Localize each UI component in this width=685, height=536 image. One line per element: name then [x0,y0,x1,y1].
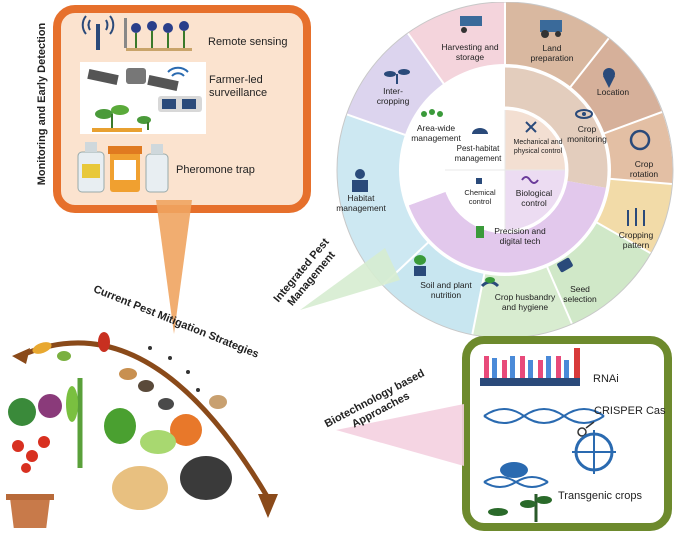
label-soil-nutrition: Soil and plant nutrition [420,280,472,300]
plant-rows-icon [384,69,410,84]
bottle-icon [77,142,105,193]
biotech-illustration [480,348,616,522]
rna-strand-icon [480,348,580,386]
arrow-head-icon [258,494,278,518]
label-pest-habitat: Pest-habitat management [454,144,502,163]
label-habitat-management: Habitat management [336,193,386,213]
insects-icon [32,332,227,410]
current-strategies-illustration [6,332,278,528]
wheelbarrow-icon [460,16,482,33]
satellite-icon [87,68,179,92]
tractor-icon [540,20,562,38]
label-harvesting: Harvesting and storage [441,42,499,62]
rnai-label: RNAi [593,373,619,385]
arrow-tail-icon [12,348,30,364]
label-seed-selection: Seed selection [563,284,597,304]
label-inter-cropping: Inter-cropping [376,86,410,106]
dna-helix-2-icon [483,476,549,488]
spray-icon [476,178,482,184]
label-location: Location [596,87,630,97]
phone-devices-icon [158,96,202,112]
label-land-preparation: Land preparation [530,43,574,63]
label-area-wide: Area-wide management [411,123,461,143]
transgenic-label: Transgenic crops [558,490,642,502]
monitoring-title: Monitoring and Early Detection [36,22,48,186]
location-pin-icon [603,68,615,88]
target-icon [572,430,616,474]
rotation-arrows-icon [629,129,651,151]
surveillance-text: Farmer-led surveillance [209,74,268,99]
seed-bag-icon [557,257,573,273]
remote-sensing-illustration [81,15,192,51]
inner-ring [441,106,569,234]
remote-sensing-label: Remote sensing [208,36,288,48]
seedlings-icon [92,105,151,132]
tools-icon [525,121,537,133]
transgenic-plant-icon [488,494,552,522]
label-cropping-pattern: Cropping pattern [618,230,654,250]
biotech-panel [462,336,672,531]
surveillance-illustration [87,66,202,132]
pheromone-label: Pheromone trap [176,164,255,176]
label-chemical: Chemical control [464,188,496,206]
bug-shell-icon [472,128,488,134]
vial-icon [145,144,169,193]
label-crop-rotation: Crop rotation [629,159,659,179]
vegetables-icon [8,378,232,510]
surveillance-label: Farmer-led surveillance [209,74,289,100]
scissors-icon [577,421,595,437]
pheromone-trap-illustration [77,142,169,193]
wheat-plants-icon [627,208,645,226]
label-crop-monitoring: Crop monitoring [567,124,607,144]
hand-pen-icon [500,462,528,478]
curved-arrow [18,340,271,500]
potted-plant-icon [414,255,426,276]
wifi-icon [167,66,189,77]
eye-icon [575,109,593,119]
label-precision-tech: Precision and digital tech [494,226,546,246]
biotech-pointer [336,404,464,466]
label-crop-husbandry: Crop husbandry and hygiene [494,292,556,312]
monitoring-pointer [156,200,192,334]
jar-icon [108,146,142,192]
farmer-icon [352,169,368,192]
ipm-wheel [336,2,674,339]
dna-helix-icon [483,408,605,424]
ipm-pointer [300,248,400,310]
flower-plants-icon [124,18,192,51]
hand-plant-icon [480,277,500,288]
label-biological: Biological control [515,188,553,208]
area-pins-icon [421,109,443,117]
label-mechanical: Mechanical and physical control [513,139,563,155]
tablet-icon [476,226,484,238]
worm-icon [521,176,539,184]
flower-pot-icon [6,494,54,528]
antenna-icon [81,15,115,50]
crispr-label: CRISPER Cas [594,405,666,417]
